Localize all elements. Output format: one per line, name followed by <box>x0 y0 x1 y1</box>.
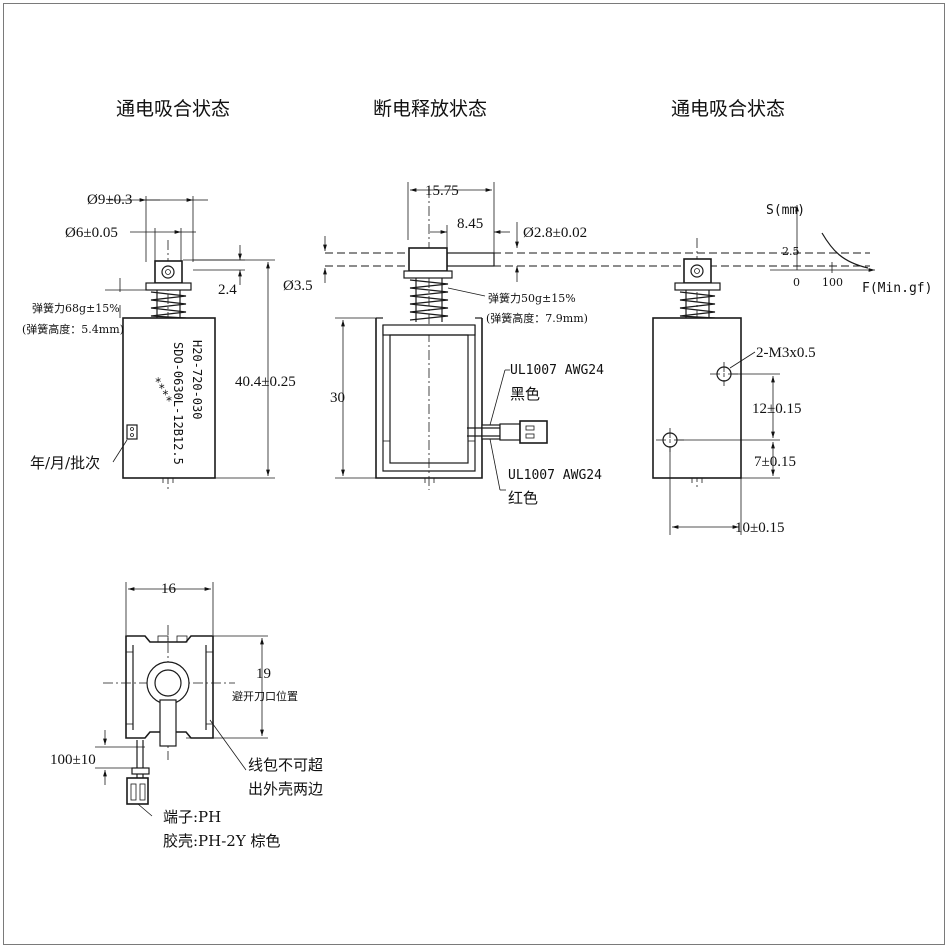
dim-7: 7±0.15 <box>754 454 796 470</box>
graph-y-label: S(mm) <box>766 203 805 218</box>
date-batch-label: 年/月/批次 <box>30 454 100 472</box>
graph-tick-100: 100 <box>822 276 843 289</box>
dim-stroke: 2.4 <box>218 282 237 298</box>
dim-10: 10±0.15 <box>735 520 784 536</box>
dim-height-30: 30 <box>330 390 345 406</box>
center-view: 15.75 8.45 Ø2.8±0.02 Ø3.5 <box>283 182 870 507</box>
graph-x-label: F(Min.gf) <box>862 281 932 296</box>
spring-height-center: (弹簧高度：7.9mm) <box>486 311 588 325</box>
bottom-view: 16 19 避开刀口位置 线包不可超 出外壳两边 100±10 <box>50 581 323 850</box>
coil-note-1: 线包不可超 <box>248 756 323 774</box>
graph-tick-2-5: 2.5 <box>782 245 800 258</box>
wire-bottom-color: 红色 <box>508 489 538 507</box>
coil-note-2: 出外壳两边 <box>248 780 323 798</box>
spring-force-left: 弹簧力68g±15% <box>32 301 120 315</box>
left-view: Ø9±0.3 Ø6±0.05 H20-720-030 SDO-0630L-12B… <box>22 192 296 490</box>
spring-force-center: 弹簧力50g±15% <box>488 291 576 305</box>
wire-bottom-spec: UL1007 AWG24 <box>508 468 602 483</box>
holes-spec: 2-M3x0.5 <box>756 345 816 361</box>
groove-note: 避开刀口位置 <box>232 689 298 703</box>
dim-12: 12±0.15 <box>752 401 801 417</box>
dim-19: 19 <box>256 666 271 682</box>
wire-top-color: 黑色 <box>510 385 540 403</box>
wire-top-spec: UL1007 AWG24 <box>510 363 604 378</box>
dim-dia-outer: Ø9±0.3 <box>87 192 132 208</box>
dim-wire-length: 100±10 <box>50 752 96 768</box>
dim-dia-inner: Ø6±0.05 <box>65 225 118 241</box>
spring-height-left: (弹簧高度：5.4mm) <box>22 322 124 336</box>
drawing-frame <box>3 3 945 945</box>
dim-8-45: 8.45 <box>457 216 483 232</box>
right-view: S(mm) F(Min.gf) 2.5 0 100 2-M3x0.5 <box>652 203 932 536</box>
terminal-spec: 端子:PH <box>163 808 221 826</box>
title-center: 断电释放状态 <box>373 98 487 120</box>
housing-spec: 胶壳:PH-2Y 棕色 <box>163 832 281 850</box>
dim-dia-plunger: Ø3.5 <box>283 278 313 294</box>
dim-width-16: 16 <box>161 581 177 597</box>
dim-15-75: 15.75 <box>425 183 459 199</box>
label-line1: H20-720-030 <box>190 340 204 419</box>
dim-dia-pin: Ø2.8±0.02 <box>523 225 587 241</box>
dim-length: 40.4±0.25 <box>235 374 296 390</box>
graph-tick-0: 0 <box>793 276 800 289</box>
title-left: 通电吸合状态 <box>116 98 230 120</box>
title-right: 通电吸合状态 <box>671 98 785 120</box>
label-line2: SDO-0630L-12B12.5 <box>171 342 185 465</box>
